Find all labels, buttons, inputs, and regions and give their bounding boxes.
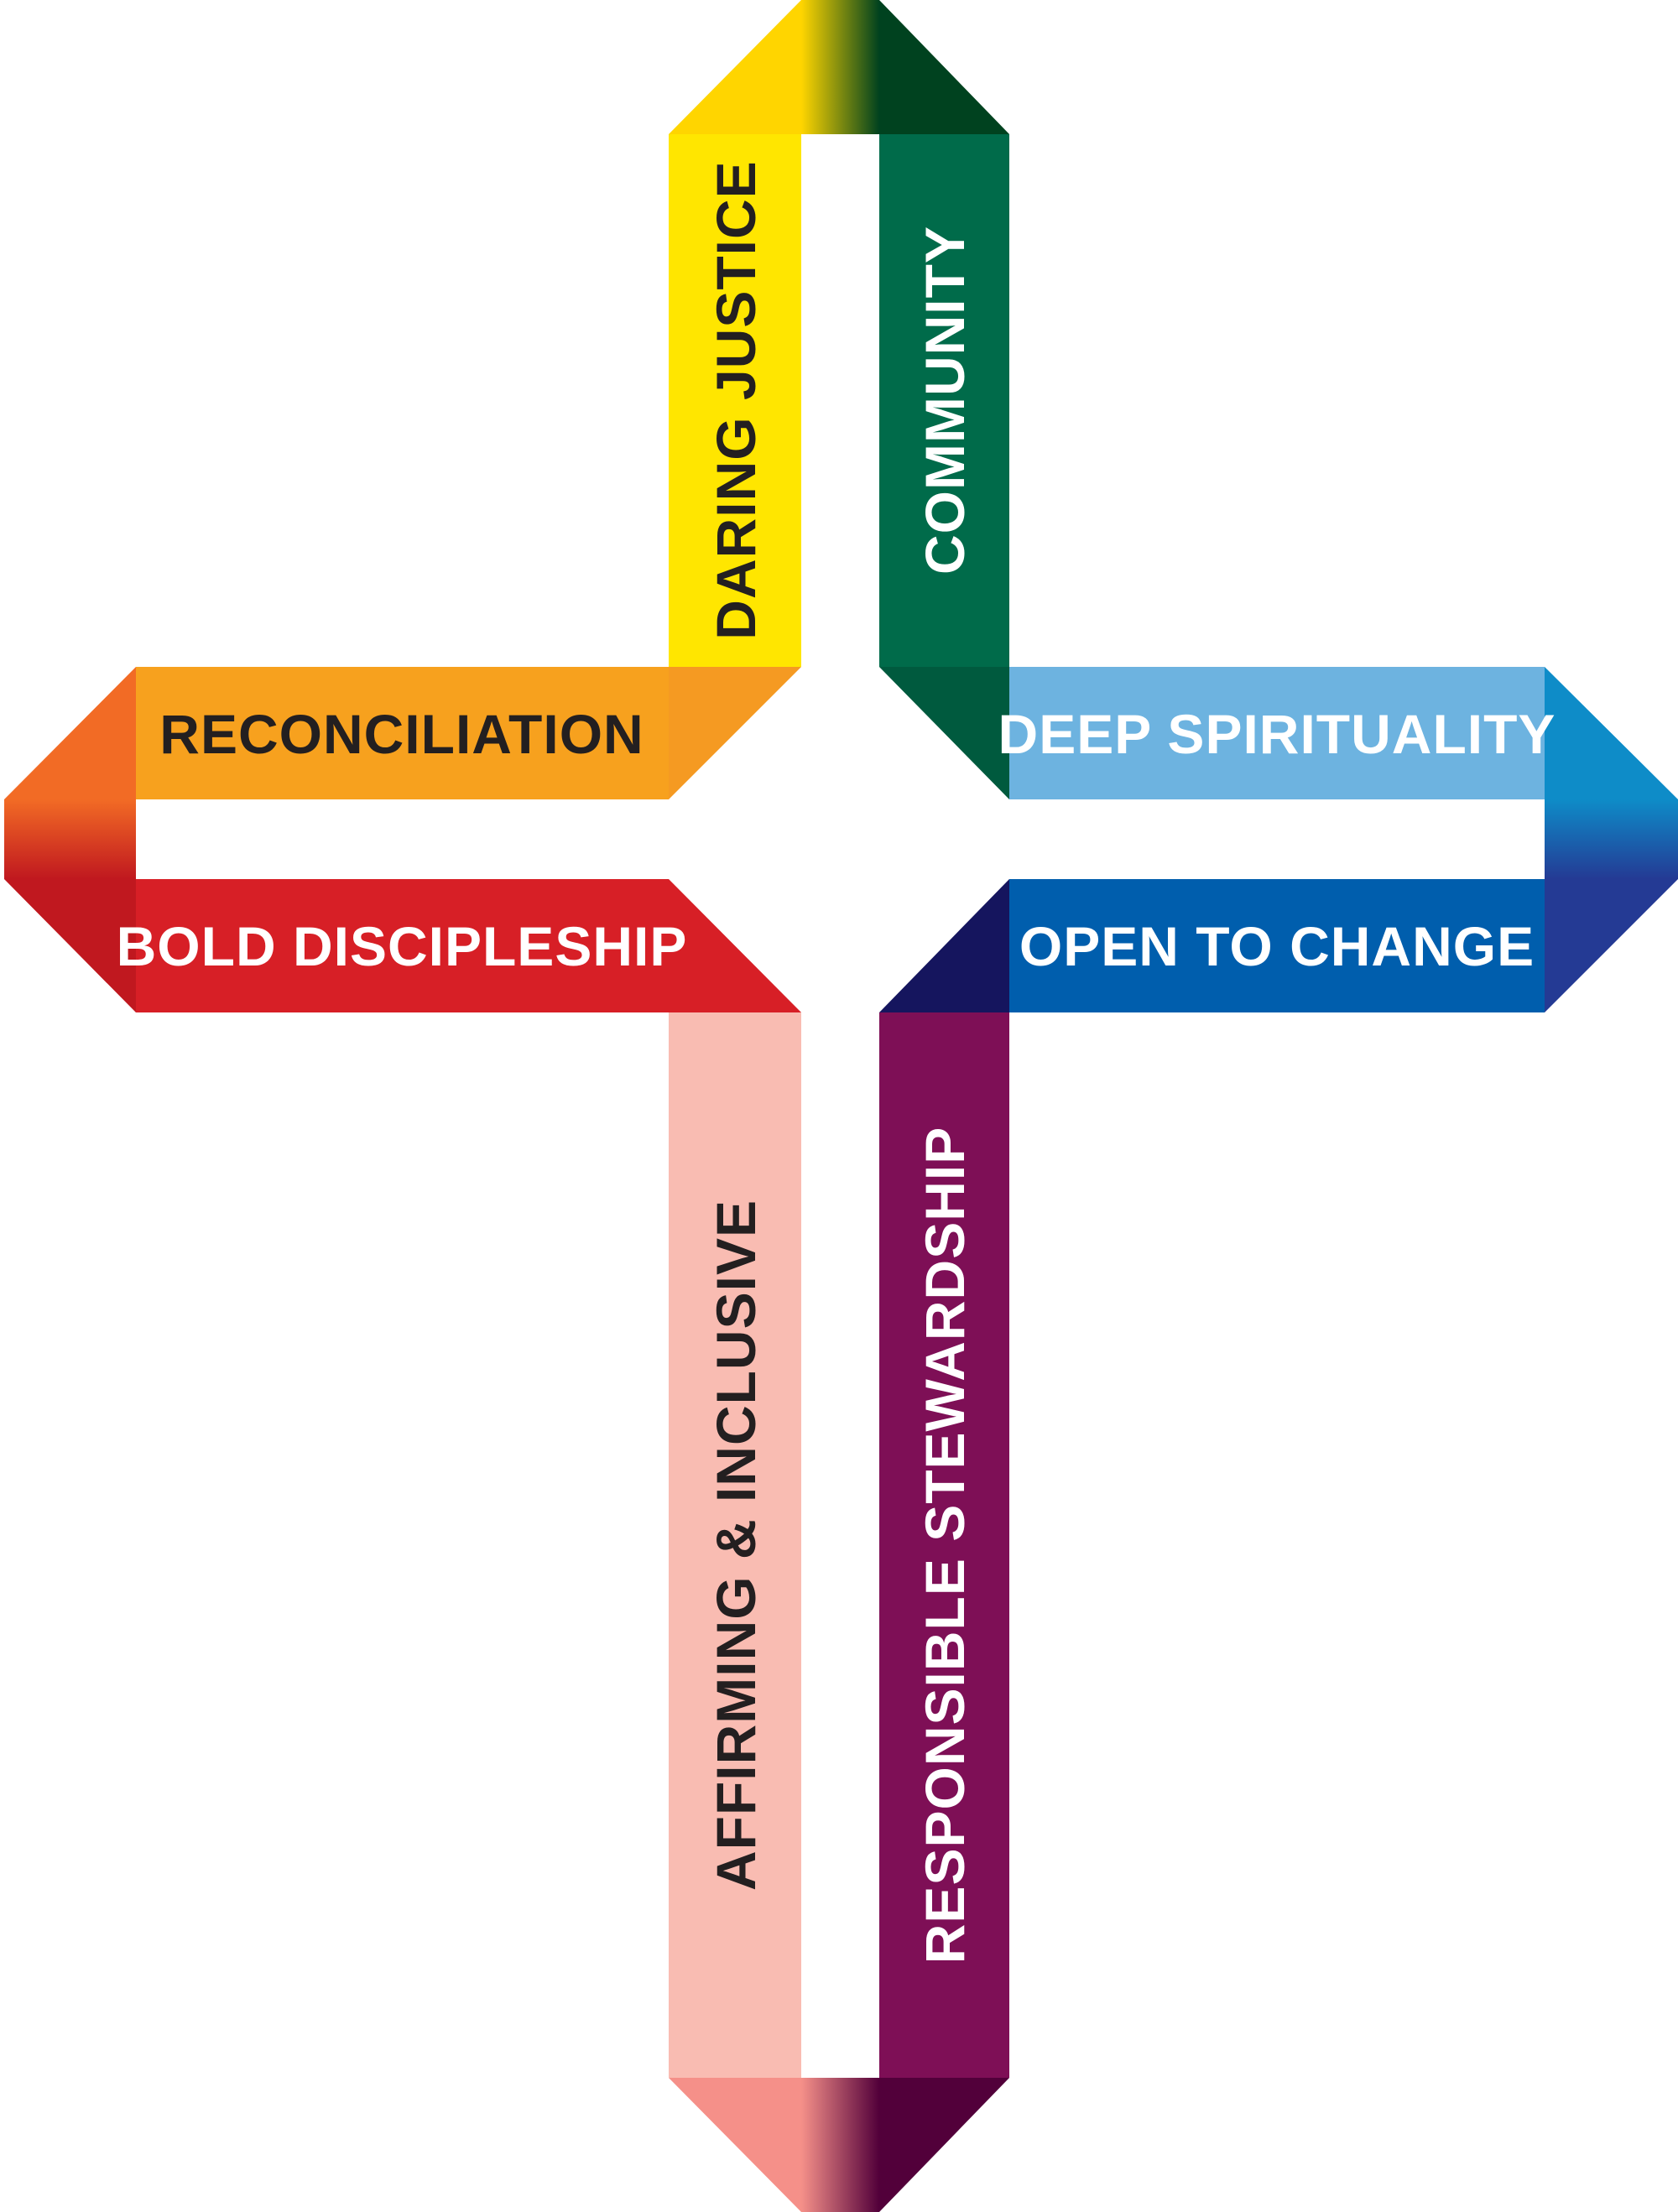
ribbon-bold-discipleship-fold (669, 879, 801, 1012)
community-fold (879, 667, 1009, 799)
label-community: COMMUNITY (914, 226, 976, 575)
ribbon-reconciliation (136, 667, 669, 799)
bottom-fold-pink (669, 2078, 801, 2212)
top-fold-bridge (801, 0, 879, 134)
ribbon-daring-justice (669, 134, 801, 667)
right-arm (879, 667, 1678, 1012)
left-arm (4, 667, 801, 1012)
ribbon-bold-discipleship (136, 879, 669, 1012)
label-daring-justice: DARING JUSTICE (705, 160, 767, 639)
top-fold-green (879, 0, 1009, 134)
ribbon-reconciliation-fold (669, 667, 801, 799)
left-fold-bridge (4, 799, 136, 879)
left-fold-red (4, 879, 136, 1012)
top-arm (669, 0, 1009, 667)
ribbon-affirming-inclusive (669, 1012, 801, 2078)
bottom-fold-bridge (801, 2078, 879, 2212)
label-bold-discipleship: BOLD DISCIPLESHIP (117, 915, 688, 977)
top-fold-yellow (669, 0, 801, 134)
label-reconciliation: RECONCILIATION (159, 703, 644, 765)
ribbon-deep-spirituality (1009, 667, 1545, 799)
bottom-fold-purple (879, 2078, 1009, 2212)
left-fold-orange (4, 667, 136, 799)
label-open-to-change: OPEN TO CHANGE (1019, 915, 1535, 977)
right-fold-light-blue (1545, 667, 1678, 799)
right-fold-bridge (1545, 799, 1678, 879)
label-deep-spirituality: DEEP SPIRITUALITY (998, 703, 1556, 765)
ribbon-open-to-change (1009, 879, 1545, 1012)
label-responsible-stewardship: RESPONSIBLE STEWARDSHIP (914, 1127, 976, 1964)
bottom-arm (669, 1012, 1009, 2212)
ribbon-community (879, 134, 1009, 667)
open-change-fold-navy (879, 879, 1009, 1012)
right-fold-blue (1545, 879, 1678, 1012)
label-affirming-inclusive: AFFIRMING & INCLUSIVE (705, 1200, 767, 1891)
ribbon-responsible-stewardship (879, 1012, 1009, 2078)
